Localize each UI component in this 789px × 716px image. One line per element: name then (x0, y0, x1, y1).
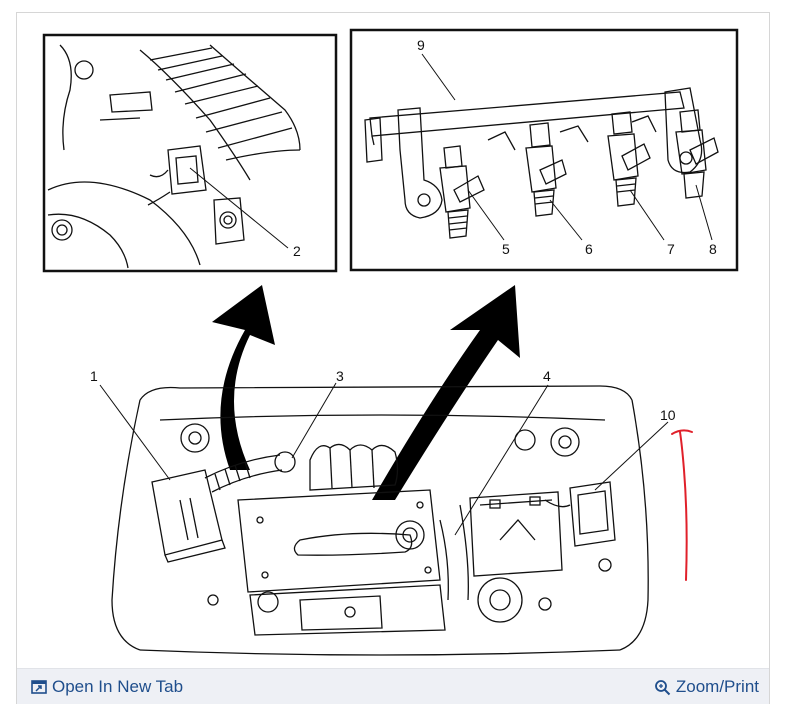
callout-8: 8 (709, 241, 717, 257)
callout-1: 1 (90, 368, 98, 384)
inset-sensor-detail (42, 33, 338, 273)
open-in-new-tab-icon (31, 680, 47, 694)
zoom-print-label: Zoom/Print (675, 677, 759, 696)
magnifier-icon (654, 679, 671, 695)
red-annotation-arrow (671, 429, 693, 581)
diagram-frame (16, 12, 770, 704)
pointer-arrows (212, 285, 520, 500)
image-toolbar: Open In New Tab Zoom/Print (17, 668, 769, 704)
zoom-print-button[interactable]: Zoom/Print (654, 677, 759, 697)
callout-6: 6 (585, 241, 593, 257)
callout-5: 5 (502, 241, 510, 257)
engine-bay-diagram: 2 (42, 28, 739, 656)
callout-10: 10 (660, 407, 676, 423)
callout-4: 4 (543, 368, 551, 384)
arrow-to-inset-1 (212, 285, 275, 470)
callout-7: 7 (667, 241, 675, 257)
inset-fuel-rail-detail (349, 28, 739, 272)
callout-3: 3 (336, 368, 344, 384)
arrow-to-inset-2 (372, 285, 520, 500)
callout-2: 2 (293, 243, 301, 259)
open-in-new-tab-button[interactable]: Open In New Tab (31, 677, 183, 697)
callout-9: 9 (417, 37, 425, 53)
open-in-new-tab-label: Open In New Tab (52, 677, 184, 696)
engine-bay-main (99, 382, 669, 656)
